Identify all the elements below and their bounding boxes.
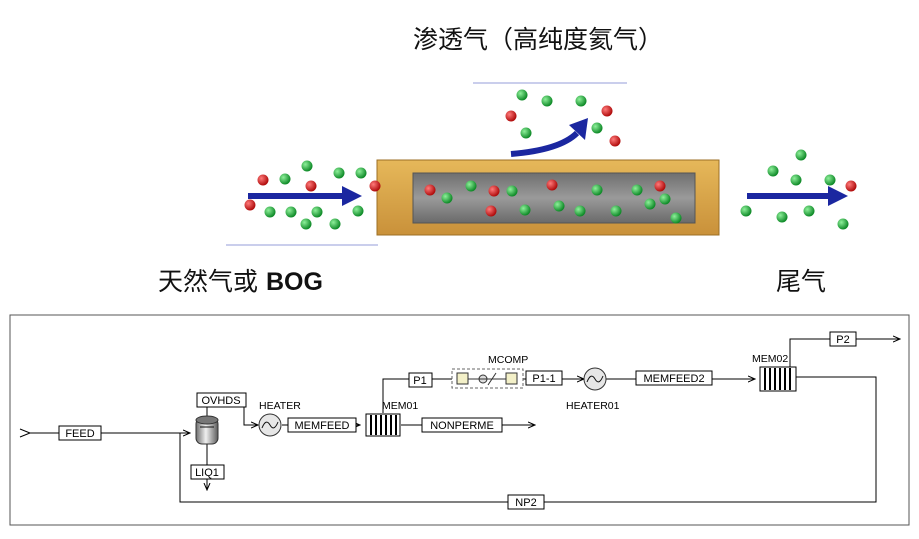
compressor-mcomp-icon[interactable]: [451, 368, 524, 389]
svg-text:NP2: NP2: [515, 497, 536, 509]
stream-p2[interactable]: P2: [829, 331, 857, 347]
stream-ovhds[interactable]: OVHDS: [196, 392, 247, 408]
tail-gas-label: 尾气: [776, 267, 827, 296]
svg-text:MEMFEED: MEMFEED: [295, 420, 350, 432]
membrane-mem01-icon[interactable]: [365, 413, 401, 437]
svg-text:MEMFEED2: MEMFEED2: [643, 373, 704, 385]
heater01-icon[interactable]: [583, 367, 607, 391]
stream-p1[interactable]: P1: [408, 372, 433, 388]
stream-memfeed[interactable]: MEMFEED: [287, 417, 357, 433]
svg-text:LIQ1: LIQ1: [195, 467, 219, 479]
feed-inlet-icon: [19, 428, 32, 438]
block-label-heater01: HEATER01: [566, 400, 620, 412]
permeate-arrow: [510, 118, 588, 157]
feed-label-en: BOG: [265, 268, 323, 296]
membrane-mem02-icon[interactable]: [759, 366, 797, 392]
stream-feed[interactable]: FEED: [58, 425, 102, 441]
block-label-mcomp: MCOMP: [488, 354, 528, 366]
feed-label-cn: 天然气或: [158, 267, 259, 296]
helium-molecules: [264, 89, 849, 230]
svg-text:OVHDS: OVHDS: [201, 395, 240, 407]
stream-memfeed2[interactable]: MEMFEED2: [635, 370, 713, 386]
stream-np2[interactable]: NP2: [507, 494, 545, 510]
heater-icon[interactable]: [258, 413, 282, 437]
tail-arrow: [747, 186, 848, 206]
svg-text:FEED: FEED: [65, 428, 94, 440]
flash-tank-icon[interactable]: [195, 415, 219, 445]
svg-text:P2: P2: [836, 334, 849, 346]
feed-label: 天然气或 BOG: [158, 262, 323, 298]
impurity-molecules: [244, 105, 857, 217]
svg-text:P1-1: P1-1: [532, 373, 555, 385]
stream-p1-1[interactable]: P1-1: [525, 370, 563, 386]
svg-text:NONPERME: NONPERME: [430, 420, 494, 432]
svg-text:P1: P1: [413, 375, 426, 387]
block-label-mem02: MEM02: [752, 353, 788, 365]
feed-arrow: [248, 186, 362, 206]
block-label-heater: HEATER: [259, 400, 301, 412]
membrane-illustration: [226, 82, 857, 246]
block-label-mem01: MEM01: [382, 400, 418, 412]
stream-nonperme[interactable]: NONPERME: [421, 417, 503, 433]
permeate-label: 渗透气（高纯度氦气）: [413, 25, 664, 54]
stream-liq1[interactable]: LIQ1: [190, 464, 225, 480]
